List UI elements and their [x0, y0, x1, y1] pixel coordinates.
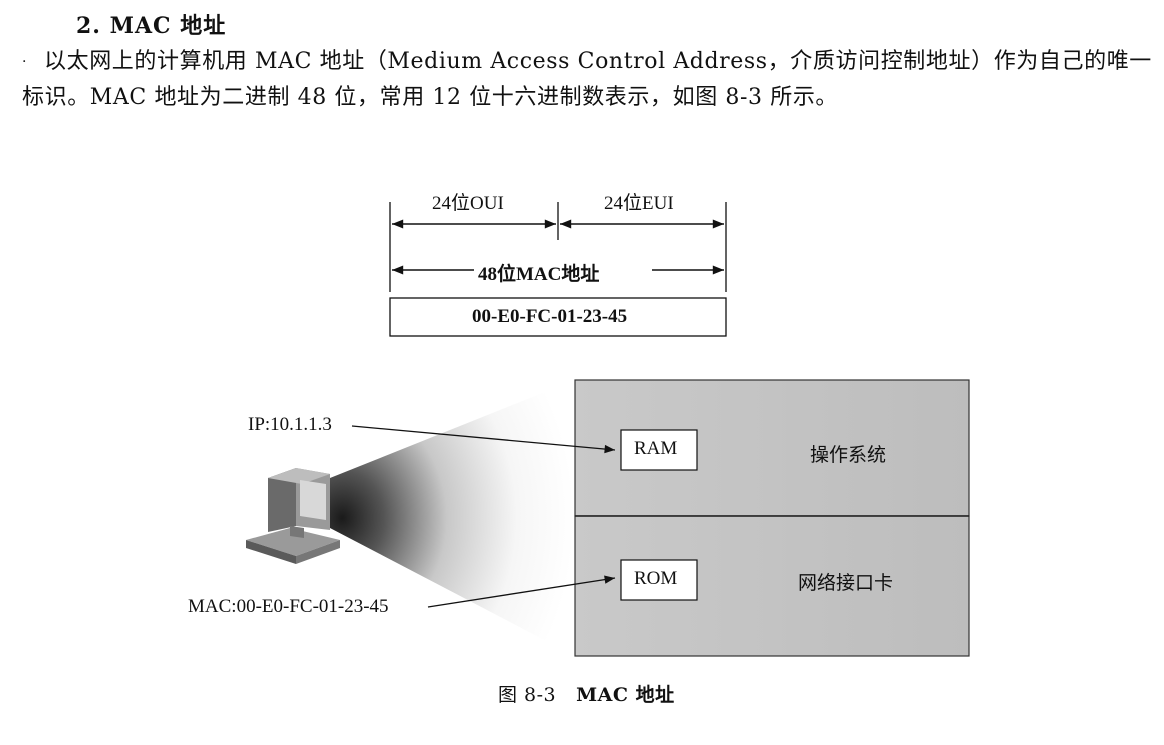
computer-icon: [246, 468, 340, 564]
ip-label: IP:10.1.1.3: [248, 414, 332, 435]
ram-label: RAM: [634, 438, 678, 459]
section-heading: 2. MAC 地址: [76, 13, 227, 39]
figure-caption: 图 8-3 MAC 地址: [498, 680, 675, 707]
nic-label: 网络接口卡: [798, 573, 894, 594]
paragraph-text: 以太网上的计算机用 MAC 地址（Medium Access Control A…: [22, 49, 1152, 110]
bit-layout-diagram: [389, 202, 727, 337]
os-label: 操作系统: [810, 445, 887, 466]
mac-example-box: [389, 297, 727, 337]
body-paragraph: ·以太网上的计算机用 MAC 地址（Medium Access Control …: [22, 44, 1152, 116]
projection-beam: [330, 380, 575, 656]
mac-example-text: 00-E0-FC-01-23-45: [472, 306, 628, 327]
bullet-dot: ·: [22, 54, 28, 70]
rom-box: [620, 559, 698, 601]
oui-label: 24位OUI: [432, 193, 504, 214]
ip-pointer-arrow: [351, 425, 616, 454]
ram-box: [620, 429, 698, 471]
figure-title: MAC 地址: [576, 684, 675, 706]
rom-label: ROM: [634, 568, 678, 589]
mac-pointer-arrow: [427, 575, 616, 608]
eui-label: 24位EUI: [604, 193, 674, 214]
mac-label: MAC:00-E0-FC-01-23-45: [188, 596, 389, 617]
computer-internals-panel: [574, 379, 970, 657]
mac-bits-label: 48位MAC地址: [478, 264, 600, 285]
figure-number: 图 8-3: [498, 684, 557, 706]
